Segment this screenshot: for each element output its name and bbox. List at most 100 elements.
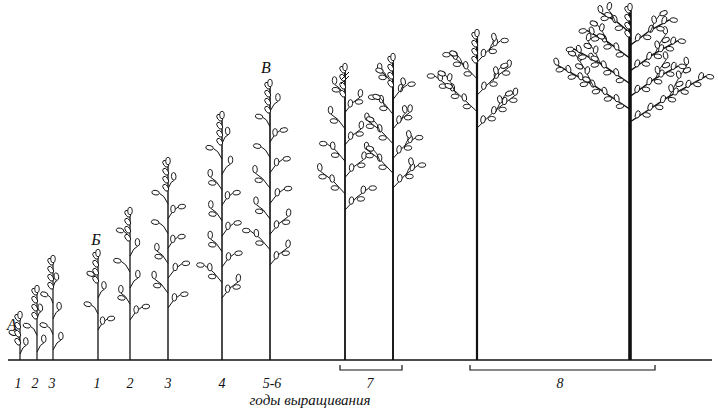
leaf: [92, 259, 100, 268]
stage-label: 3: [165, 377, 172, 391]
leaf: [276, 93, 281, 101]
leaf: [40, 291, 49, 298]
branch: [345, 160, 364, 178]
leaf: [208, 201, 213, 209]
branch: [404, 138, 410, 148]
leaf: [208, 211, 216, 217]
leaf: [171, 205, 176, 213]
leaf: [678, 64, 686, 70]
branch: [400, 85, 404, 92]
leaf: [207, 263, 212, 271]
leaf: [613, 68, 620, 77]
stage-label: 4: [219, 377, 226, 391]
leaf: [661, 36, 670, 43]
branch: [261, 147, 270, 158]
leaf: [582, 76, 591, 83]
leaf: [471, 39, 479, 48]
leaf: [584, 66, 590, 74]
branch: [477, 96, 515, 128]
stage-label: 2: [32, 377, 39, 391]
branch: [654, 34, 666, 56]
leaf: [471, 55, 479, 64]
leaf: [153, 283, 161, 288]
leaf: [613, 94, 620, 103]
branch: [374, 150, 380, 162]
tree-group: [8, 2, 714, 360]
leaf: [502, 71, 510, 76]
leaf: [670, 36, 677, 45]
leaf: [134, 306, 139, 314]
leaf: [480, 115, 486, 123]
leaf: [642, 61, 650, 67]
branch: [393, 112, 410, 129]
leaf: [578, 54, 586, 60]
leaf: [151, 219, 159, 225]
leaf: [361, 186, 367, 194]
branch: [250, 231, 270, 250]
leaf: [124, 233, 132, 242]
leaf: [427, 74, 435, 79]
leaf: [233, 190, 241, 196]
leaf: [331, 153, 339, 158]
leaf: [220, 111, 225, 119]
leaf: [437, 70, 446, 77]
branch: [121, 261, 130, 272]
leaf: [31, 295, 39, 304]
leaf: [162, 175, 170, 184]
leaf: [51, 255, 56, 263]
leaf: [35, 285, 40, 293]
branch: [270, 217, 288, 235]
leaf: [400, 77, 406, 85]
leaf: [92, 275, 100, 284]
leaf: [397, 174, 403, 182]
leaf: [678, 38, 686, 44]
leaf: [177, 234, 185, 240]
leaf: [661, 16, 668, 25]
leaf: [286, 209, 291, 217]
branch: [376, 98, 393, 115]
leaf: [154, 254, 162, 260]
leaf: [471, 47, 479, 56]
leaf: [135, 238, 140, 246]
branch: [130, 246, 138, 256]
leaf: [396, 116, 401, 124]
leaf: [406, 174, 414, 179]
leaf: [501, 38, 509, 43]
leaf: [593, 46, 599, 54]
leaf: [634, 110, 641, 119]
leaf: [604, 96, 612, 102]
branch: [393, 85, 408, 100]
leaf: [491, 106, 497, 114]
leaf: [685, 79, 692, 88]
branch: [47, 326, 53, 334]
leaf: [332, 87, 340, 93]
leaf: [453, 62, 461, 67]
leaf: [591, 62, 599, 68]
leaf: [418, 163, 426, 168]
leaf: [604, 12, 613, 19]
stage-label: Б: [91, 232, 100, 248]
leaf: [706, 74, 714, 80]
leaf: [481, 82, 487, 90]
tree-trunk: [344, 70, 346, 360]
leaf: [255, 209, 263, 214]
leaf: [216, 129, 224, 138]
leaf: [47, 273, 55, 282]
branch: [401, 113, 405, 121]
leaf: [242, 228, 250, 233]
branch: [204, 265, 222, 282]
leaf: [575, 45, 582, 54]
year-bracket: [470, 365, 655, 370]
leaf: [119, 285, 124, 293]
branch: [255, 173, 270, 188]
branch: [374, 121, 380, 132]
leaf: [488, 116, 496, 121]
leaf: [142, 304, 150, 310]
leaf: [273, 129, 278, 137]
leaf: [579, 28, 587, 34]
leaf: [603, 44, 611, 50]
branch: [168, 264, 182, 278]
branch: [92, 305, 98, 314]
leaf: [615, 26, 623, 31]
